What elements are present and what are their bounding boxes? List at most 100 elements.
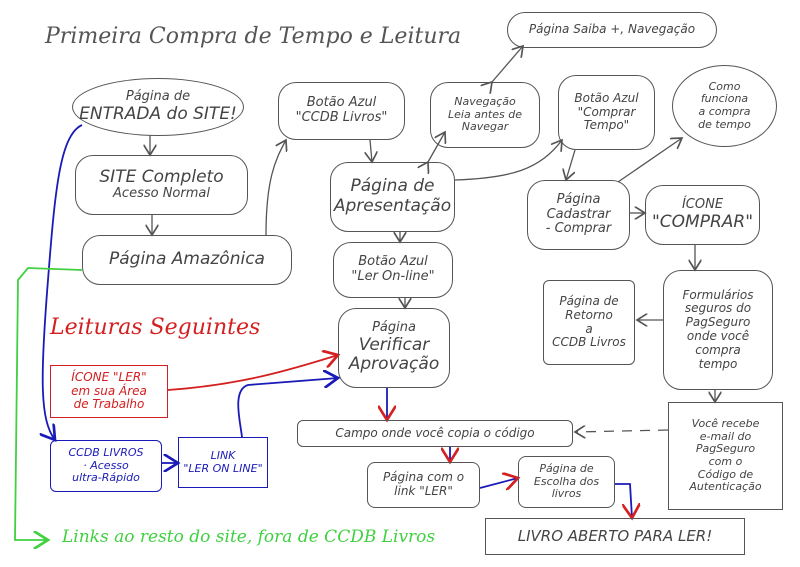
node-text: "COMPRAR" bbox=[651, 211, 754, 232]
node-icone-ler: ÍCONE "LER" em sua Área de Trabalho bbox=[50, 365, 168, 418]
arrow-comprar-cadastrar bbox=[566, 149, 576, 180]
arrow-recebe-campo bbox=[575, 430, 669, 432]
node-text: Retorno bbox=[565, 307, 613, 322]
node-text: Aprovação bbox=[348, 354, 440, 375]
node-text: seguros do bbox=[684, 301, 752, 316]
node-text: Página de bbox=[125, 88, 191, 104]
node-navegacao: Navegação Leia antes de Navegar bbox=[430, 82, 540, 148]
node-text: ENTRADA do SITE! bbox=[79, 103, 237, 124]
node-text: funciona bbox=[700, 92, 749, 106]
node-text: Página de bbox=[539, 462, 594, 476]
node-text: Acesso Normal bbox=[113, 186, 210, 202]
node-text: Verificar bbox=[358, 334, 430, 355]
arrow-escolha-livro bbox=[615, 483, 632, 518]
node-text: tempo bbox=[698, 356, 738, 371]
node-text: Botão Azul bbox=[306, 95, 377, 111]
node-text: Botão Azul bbox=[358, 254, 428, 270]
node-text: compra bbox=[695, 342, 741, 357]
node-text: CCDB LIVROS bbox=[68, 446, 144, 460]
node-livro-aberto: LIVRO ABERTO PARA LER! bbox=[485, 518, 745, 555]
node-text: SITE Completo bbox=[99, 166, 224, 187]
node-botao-comprar: Botão Azul "Comprar Tempo" bbox=[558, 75, 655, 150]
arrow-amazonica-ccdb bbox=[265, 140, 286, 236]
node-text: a bbox=[585, 321, 593, 336]
node-formularios: Formulários seguros do PagSeguro onde vo… bbox=[663, 270, 773, 390]
node-escolha: Página de Escolha dos livros bbox=[518, 456, 615, 508]
node-text: com o bbox=[708, 455, 743, 468]
node-text: Página Amazônica bbox=[109, 249, 265, 270]
diagram-title: Primeira Compra de Tempo e Leitura bbox=[45, 24, 462, 49]
node-text: · Acesso bbox=[83, 458, 129, 472]
node-text: PagSeguro bbox=[685, 315, 751, 330]
node-botao-ler: Botão Azul "Ler On-line" bbox=[333, 242, 453, 298]
node-text: a compra bbox=[698, 105, 751, 118]
arrow-ccdb-apresentacao bbox=[370, 139, 372, 162]
node-text: Autenticação bbox=[689, 480, 762, 494]
arrow-cadastrar-como bbox=[617, 138, 682, 183]
node-text: em sua Área bbox=[71, 383, 147, 398]
node-text: "Comprar bbox=[577, 104, 636, 119]
leituras-seguintes-heading: Leituras Seguintes bbox=[50, 315, 261, 340]
node-text: Página bbox=[372, 319, 416, 335]
node-text: link "LER" bbox=[394, 484, 453, 498]
node-entrada: Página de ENTRADA do SITE! bbox=[72, 78, 244, 136]
node-text: Navegar bbox=[461, 120, 509, 134]
node-amazonica: Página Amazônica bbox=[82, 235, 292, 285]
node-saiba: Página Saiba +, Navegação bbox=[507, 12, 717, 48]
node-text: CCDB Livros bbox=[552, 335, 626, 350]
node-text: Página com o bbox=[382, 470, 465, 485]
node-como-funciona: Como funciona a compra de tempo bbox=[672, 65, 777, 147]
node-text: Página de bbox=[559, 293, 619, 308]
node-text: Tempo" bbox=[583, 118, 630, 133]
node-text: Código de bbox=[697, 467, 754, 481]
arrow-iconeler-verificar bbox=[167, 355, 338, 391]
node-text: - Comprar bbox=[545, 221, 612, 237]
node-text: onde você bbox=[686, 329, 750, 343]
node-text: LIVRO ABERTO PARA LER! bbox=[517, 526, 713, 545]
node-text: PagSeguro bbox=[695, 442, 756, 456]
node-ccdb-rapido: CCDB LIVROS · Acesso ultra-Rápido bbox=[50, 440, 162, 492]
node-text: livros bbox=[551, 487, 582, 501]
node-cadastrar: Página Cadastrar - Comprar bbox=[527, 180, 630, 250]
node-botao-ccdb: Botão Azul "CCDB Livros" bbox=[278, 82, 405, 140]
node-apresentacao: Página de Apresentação bbox=[330, 162, 455, 232]
node-verificar: Página Verificar Aprovação bbox=[338, 308, 450, 388]
arrow-paginalink-escolha bbox=[479, 478, 518, 488]
node-text: Campo onde você copia o código bbox=[335, 425, 535, 440]
node-retorno: Página de Retorno a CCDB Livros bbox=[543, 280, 635, 365]
node-text: Como bbox=[708, 79, 741, 93]
node-link-online: LINK "LER ON LINE" bbox=[178, 437, 268, 488]
node-text: de Trabalho bbox=[73, 397, 145, 412]
node-text: "CCDB Livros" bbox=[295, 110, 388, 125]
node-pagina-link: Página com o link "LER" bbox=[367, 462, 480, 508]
node-text: ÍCONE "LER" bbox=[71, 369, 147, 384]
node-text: de tempo bbox=[698, 117, 751, 131]
node-text: ÍCONE bbox=[681, 196, 724, 212]
links-resto-label: Links ao resto do site, fora de CCDB Liv… bbox=[62, 527, 436, 547]
node-icone-comprar: ÍCONE "COMPRAR" bbox=[645, 185, 760, 245]
node-text: "LER ON LINE" bbox=[183, 461, 263, 475]
node-text: LINK bbox=[210, 448, 236, 462]
node-text: Página de bbox=[350, 176, 435, 197]
node-text: Apresentação bbox=[333, 196, 452, 216]
node-text: Formulários bbox=[682, 287, 754, 302]
node-text: Leia antes de bbox=[448, 107, 522, 121]
node-text: e-mail do bbox=[699, 429, 752, 443]
node-text: Escolha dos bbox=[533, 474, 600, 488]
node-site-completo: SITE Completo Acesso Normal bbox=[75, 155, 248, 215]
node-text: Você recebe bbox=[691, 417, 760, 431]
node-text: "Ler On-line" bbox=[351, 269, 435, 284]
node-campo: Campo onde você copia o código bbox=[297, 420, 573, 447]
node-recebe: Você recebe e-mail do PagSeguro com o Có… bbox=[668, 402, 783, 510]
arrow-amazonica-links bbox=[14, 267, 83, 540]
node-text: Página bbox=[556, 191, 601, 207]
arrow-link-verificar bbox=[237, 378, 338, 438]
arrow-navegacao-saiba bbox=[492, 46, 523, 82]
node-text: Página Saiba +, Navegação bbox=[528, 22, 696, 37]
node-text: Navegação bbox=[454, 95, 516, 109]
arrow-apresentacao-comprar bbox=[454, 140, 562, 181]
node-text: Botão Azul bbox=[574, 90, 639, 105]
arrow-entrada-ccdbrapido bbox=[43, 124, 83, 440]
